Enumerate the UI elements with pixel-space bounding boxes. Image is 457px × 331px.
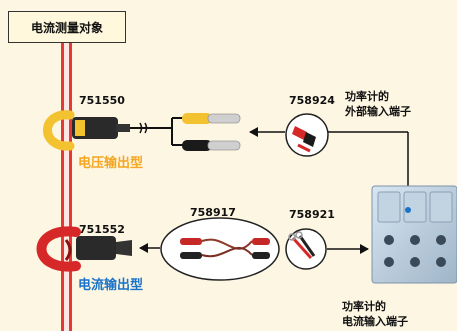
power-meter-panel: [371, 185, 457, 284]
measurement-target-box: 电流测量对象: [8, 11, 126, 43]
clamp-probe-yellow: [43, 110, 130, 151]
banana-plug-black: [182, 140, 241, 151]
cable-set-758917: [160, 217, 280, 281]
adapter-758924: [285, 113, 329, 157]
clamp-probe-red: [36, 226, 132, 272]
banana-plug-yellow: [182, 113, 241, 124]
current-terminal-label-line1: 功率计的: [342, 300, 386, 313]
model-751550: 751550: [79, 94, 125, 107]
conductor-wire: [61, 43, 72, 331]
model-758924: 758924: [289, 94, 335, 107]
current-terminal-label-line2: 电流输入端子: [342, 315, 408, 328]
model-758917: 758917: [190, 206, 236, 219]
external-terminal-label-line2: 外部输入端子: [345, 105, 411, 118]
probe-lead-yellow: [130, 117, 185, 146]
voltage-output-type-label: 电压输出型: [78, 156, 144, 171]
model-751552: 751552: [79, 223, 125, 236]
model-758921: 758921: [289, 208, 335, 221]
external-terminal-label-line1: 功率计的: [345, 90, 389, 103]
measurement-target-label: 电流测量对象: [30, 20, 103, 35]
current-output-type-label: 电流输出型: [78, 278, 144, 293]
adapter-758921: [285, 228, 327, 270]
